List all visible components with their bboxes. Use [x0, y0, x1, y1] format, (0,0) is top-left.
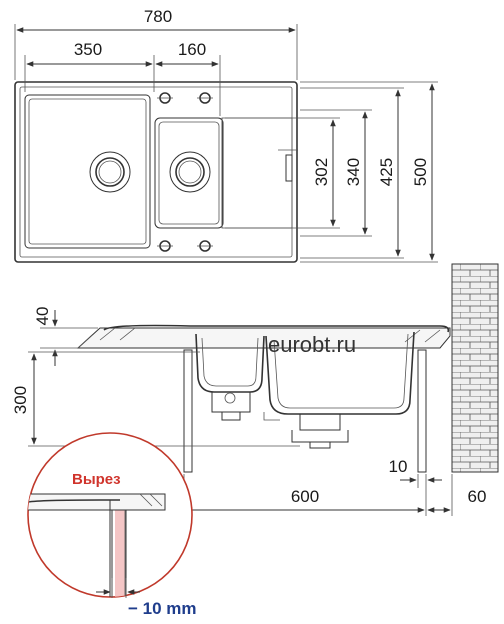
cabinet-wall-left — [183, 349, 193, 473]
left-bowl-profile — [195, 333, 265, 393]
tap-hole-4 — [197, 240, 213, 252]
cutout-label: Вырез — [72, 471, 121, 488]
dimension-780: 780 — [14, 7, 298, 80]
brick-wall — [451, 263, 499, 473]
dimension-425: 425 — [300, 87, 404, 259]
left-drain — [89, 151, 131, 193]
tap-hole-1 — [157, 92, 173, 104]
right-drain — [169, 151, 211, 193]
dimension-600: 600 — [183, 474, 427, 516]
dimension-40: 40 — [33, 307, 98, 366]
label-425: 425 — [377, 158, 396, 186]
label-302: 302 — [312, 158, 331, 186]
label-340: 340 — [344, 158, 363, 186]
cabinet-wall-right — [417, 349, 427, 473]
side-view — [76, 324, 451, 473]
label-500: 500 — [411, 158, 430, 186]
watermark-text: eurobt.ru — [268, 332, 356, 357]
cutout-highlight — [115, 510, 125, 597]
sink-outline-top — [14, 81, 298, 263]
tap-hole-2 — [197, 92, 213, 104]
right-drain-trap — [291, 414, 349, 449]
label-10: 10 — [389, 457, 408, 476]
label-350: 350 — [74, 40, 102, 59]
dimension-500: 500 — [300, 81, 438, 263]
overflow-slot — [285, 154, 293, 182]
drainer-area — [221, 117, 293, 229]
right-bowl-profile — [265, 331, 415, 415]
dimension-160: 160 — [155, 40, 221, 116]
right-bowl-top — [154, 117, 224, 229]
offset-label: − 10 mm — [128, 599, 197, 618]
dimension-350: 350 — [24, 40, 155, 92]
dimension-60: 60 — [427, 474, 487, 516]
label-160: 160 — [178, 40, 206, 59]
label-300: 300 — [11, 386, 30, 414]
label-780: 780 — [144, 7, 172, 26]
label-600: 600 — [291, 487, 319, 506]
dimension-302: 302 — [225, 117, 340, 229]
top-view — [14, 81, 298, 263]
cutout-detail: Вырез — [27, 432, 193, 598]
dimension-340: 340 — [300, 109, 372, 237]
dimension-10: 10 — [389, 457, 442, 488]
left-drain-trap — [211, 392, 251, 421]
tap-hole-3 — [157, 240, 173, 252]
label-40: 40 — [33, 307, 52, 326]
label-60: 60 — [468, 487, 487, 506]
left-bowl-top — [24, 94, 151, 249]
